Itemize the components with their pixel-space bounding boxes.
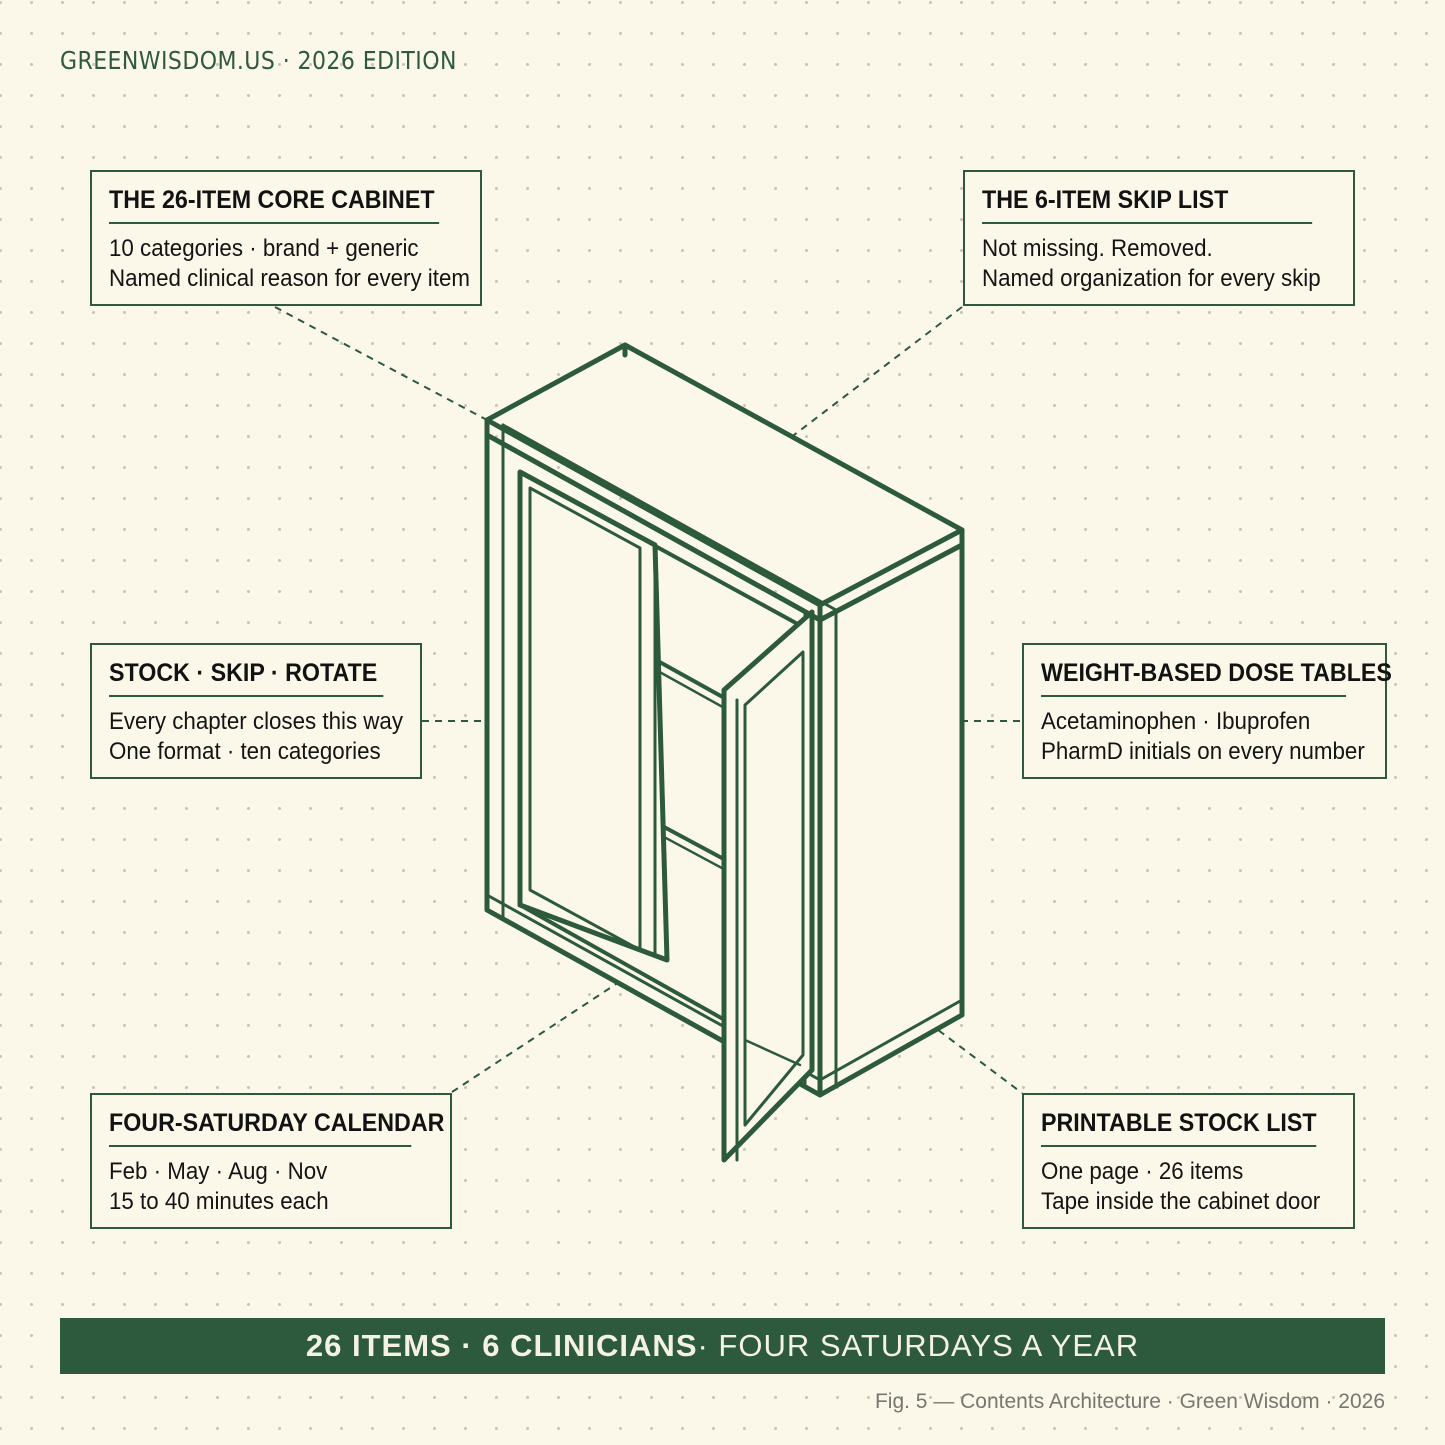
callout-line: One format · ten categories [109, 738, 381, 765]
callout-line: Every chapter closes this way [109, 708, 403, 735]
callout-stock-skip-rotate: STOCK · SKIP · ROTATE Every chapter clos… [90, 643, 422, 779]
callout-line: 15 to 40 minutes each [109, 1188, 329, 1215]
leader-core-cabinet [274, 306, 488, 421]
callout-line: Acetaminophen · Ibuprofen [1041, 708, 1311, 735]
edition-header: GREENWISDOM.US · 2026 EDITION [60, 46, 457, 75]
callout-title: STOCK · SKIP · ROTATE [109, 659, 384, 697]
right-door-glass [743, 650, 805, 1127]
callout-line: PharmD initials on every number [1041, 738, 1365, 765]
callout-dose-tables: WEIGHT-BASED DOSE TABLES Acetaminophen ·… [1022, 643, 1392, 779]
callout-title: THE 26-ITEM CORE CABINET [109, 186, 440, 224]
callout-title: THE 6-ITEM SKIP LIST [982, 186, 1313, 224]
callout-line: 10 categories · brand + generic [109, 235, 419, 262]
callout-line: Tape inside the cabinet door [1041, 1188, 1321, 1215]
banner-light-text: · FOUR SATURDAYS A YEAR [697, 1328, 1140, 1363]
left-door-glass [528, 486, 642, 952]
leader-skip-list [751, 306, 963, 468]
callout-stock-list: PRINTABLE STOCK LIST One page · 26 items… [1022, 1093, 1355, 1229]
callout-title: PRINTABLE STOCK LIST [1041, 1109, 1317, 1147]
callout-line: One page · 26 items [1041, 1158, 1244, 1185]
left-door [517, 469, 670, 963]
callout-line: Feb · May · Aug · Nov [109, 1158, 328, 1185]
callout-line: Not missing. Removed. [982, 235, 1213, 262]
callout-title: WEIGHT-BASED DOSE TABLES [1041, 659, 1392, 697]
summary-banner: 26 ITEMS · 6 CLINICIANS · FOUR SATURDAYS… [60, 1318, 1385, 1374]
figure-caption: Fig. 5 — Contents Architecture · Green W… [874, 1390, 1385, 1413]
callout-line: Named organization for every skip [982, 265, 1321, 292]
callout-core-cabinet: THE 26-ITEM CORE CABINET 10 categories ·… [90, 170, 482, 306]
callout-line: Named clinical reason for every item [109, 265, 470, 292]
cabinet-right-side [817, 542, 965, 1098]
callout-title: FOUR-SATURDAY CALENDAR [109, 1109, 444, 1147]
medicine-cabinet-illustration [484, 342, 965, 1163]
callout-skip-list: THE 6-ITEM SKIP LIST Not missing. Remove… [963, 170, 1355, 306]
banner-strong-text: 26 ITEMS · 6 CLINICIANS [305, 1328, 698, 1363]
callout-calendar: FOUR-SATURDAY CALENDAR Feb · May · Aug ·… [90, 1093, 452, 1229]
